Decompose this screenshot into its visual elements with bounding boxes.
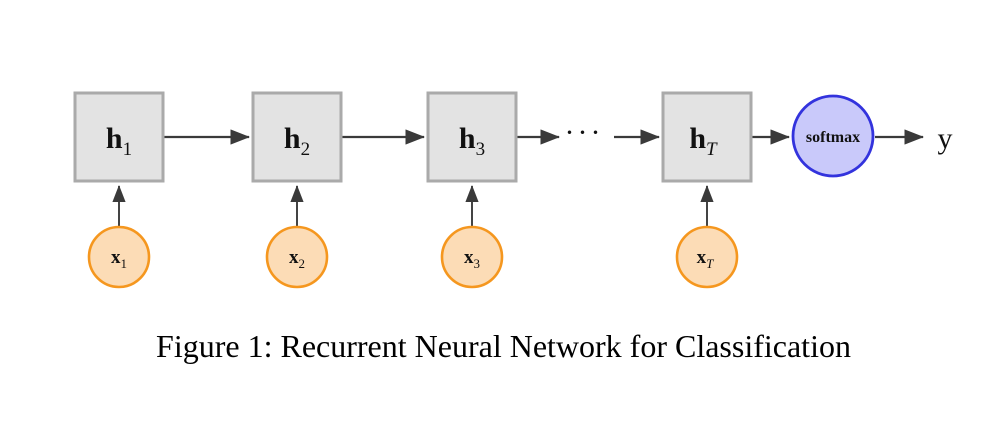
hidden-state-box xyxy=(661,91,753,183)
hidden-state-box xyxy=(73,91,165,183)
input-circle xyxy=(675,225,739,289)
hidden-state-node-h1[interactable]: h1 xyxy=(73,91,165,183)
hidden-state-label: h1 xyxy=(106,122,132,160)
input-label: x2 xyxy=(289,247,305,271)
hidden-state-label: h2 xyxy=(284,122,310,160)
softmax-label: softmax xyxy=(806,129,860,146)
hidden-state-box xyxy=(251,91,343,183)
hidden-state-node-hT[interactable]: hT xyxy=(661,91,753,183)
hidden-state-box xyxy=(426,91,518,183)
output-label: y xyxy=(938,122,953,155)
input-label: x3 xyxy=(464,247,480,271)
input-label: x1 xyxy=(111,247,127,271)
input-node-xT[interactable]: xT xyxy=(675,225,739,289)
input-node-x2[interactable]: x2 xyxy=(265,225,329,289)
softmax-node[interactable]: softmax xyxy=(791,94,875,178)
hidden-state-node-h2[interactable]: h2 xyxy=(251,91,343,183)
input-label: xT xyxy=(697,247,715,271)
hidden-state-label: hT xyxy=(689,122,718,160)
softmax-circle xyxy=(791,94,875,178)
hidden-state-label: h3 xyxy=(459,122,485,160)
input-circle xyxy=(265,225,329,289)
ellipsis: ··· xyxy=(565,116,604,149)
figure-caption: Figure 1: Recurrent Neural Network for C… xyxy=(156,328,851,364)
input-node-x1[interactable]: x1 xyxy=(87,225,151,289)
input-circle xyxy=(87,225,151,289)
input-node-x3[interactable]: x3 xyxy=(440,225,504,289)
hidden-state-node-h3[interactable]: h3 xyxy=(426,91,518,183)
input-circle xyxy=(440,225,504,289)
